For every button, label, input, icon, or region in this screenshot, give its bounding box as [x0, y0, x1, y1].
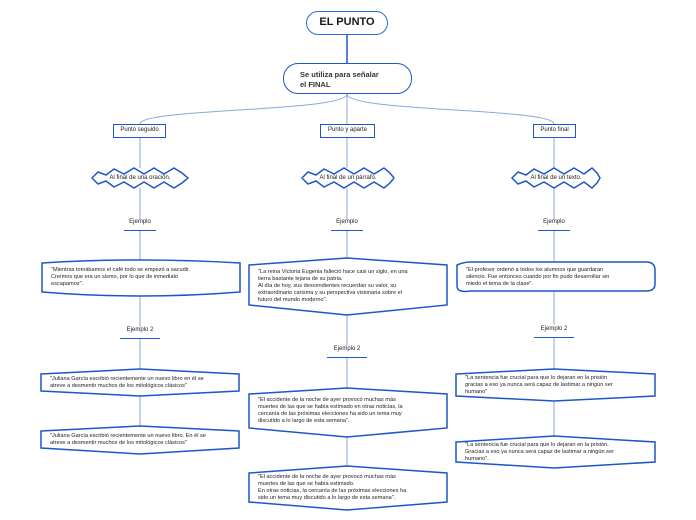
burst-shape-1: [90, 167, 190, 189]
category-punto-final: Punto final: [533, 124, 576, 138]
example-shape-2: [248, 257, 448, 316]
example-text-2: "La reina Victoria Eugenia falleció hace…: [258, 268, 408, 303]
example2-text-3b: "La sentencia fue crucial para que lo de…: [465, 442, 614, 462]
example2-label-2: Ejemplo 2: [327, 346, 367, 358]
burst-shape-3: [510, 167, 601, 189]
example2-text-1b: "Juliana García escribió recientemente u…: [50, 432, 206, 446]
definition-punto-y-aparte: Al final de un párrafo.: [319, 175, 377, 181]
example2-text-1a: "Juliana García escribió recientemente u…: [50, 375, 204, 389]
example2-label-3: Ejemplo 2: [534, 326, 574, 338]
map-title: EL PUNTO: [306, 11, 388, 35]
example2-shape-1a: [40, 368, 240, 397]
example-text-1: "Mientras tomábamos el café todo se empe…: [51, 266, 191, 287]
example2-shape-1b: [40, 425, 240, 455]
example2-shape-2a: [248, 387, 448, 438]
burst-shape-2: [300, 167, 395, 189]
example2-text-3a: "La sentencia fue crucial para que lo de…: [465, 375, 613, 395]
example-text-3: "El profesor ordenó a todos los alumnos …: [466, 266, 610, 287]
example2-text-2a: "El accidente de la noche de ayer provoc…: [258, 397, 403, 424]
example-label-3: Ejemplo: [538, 219, 570, 231]
definition-punto-final: Al final de un texto.: [530, 175, 582, 181]
category-punto-seguido: Punto seguido: [113, 124, 166, 138]
example2-shape-3b: [455, 435, 656, 469]
main-idea-text: Se utiliza para señalar el FINAL: [300, 70, 379, 89]
main-idea: Se utiliza para señalar el FINAL: [283, 63, 412, 94]
example-shape-3: [456, 261, 656, 293]
example2-shape-2b: [248, 465, 448, 511]
example2-shape-3a: [455, 368, 656, 402]
example-label-2: Ejemplo: [331, 219, 363, 231]
example-shape-1: [41, 259, 241, 297]
definition-punto-seguido: Al final de una oración.: [109, 175, 171, 181]
category-punto-y-aparte: Punto y aparte: [320, 124, 375, 138]
example-label-1: Ejemplo: [124, 219, 156, 231]
example2-text-2b: "El accidente de la noche de ayer provoc…: [258, 474, 407, 501]
example2-label-1: Ejemplo 2: [120, 327, 160, 339]
